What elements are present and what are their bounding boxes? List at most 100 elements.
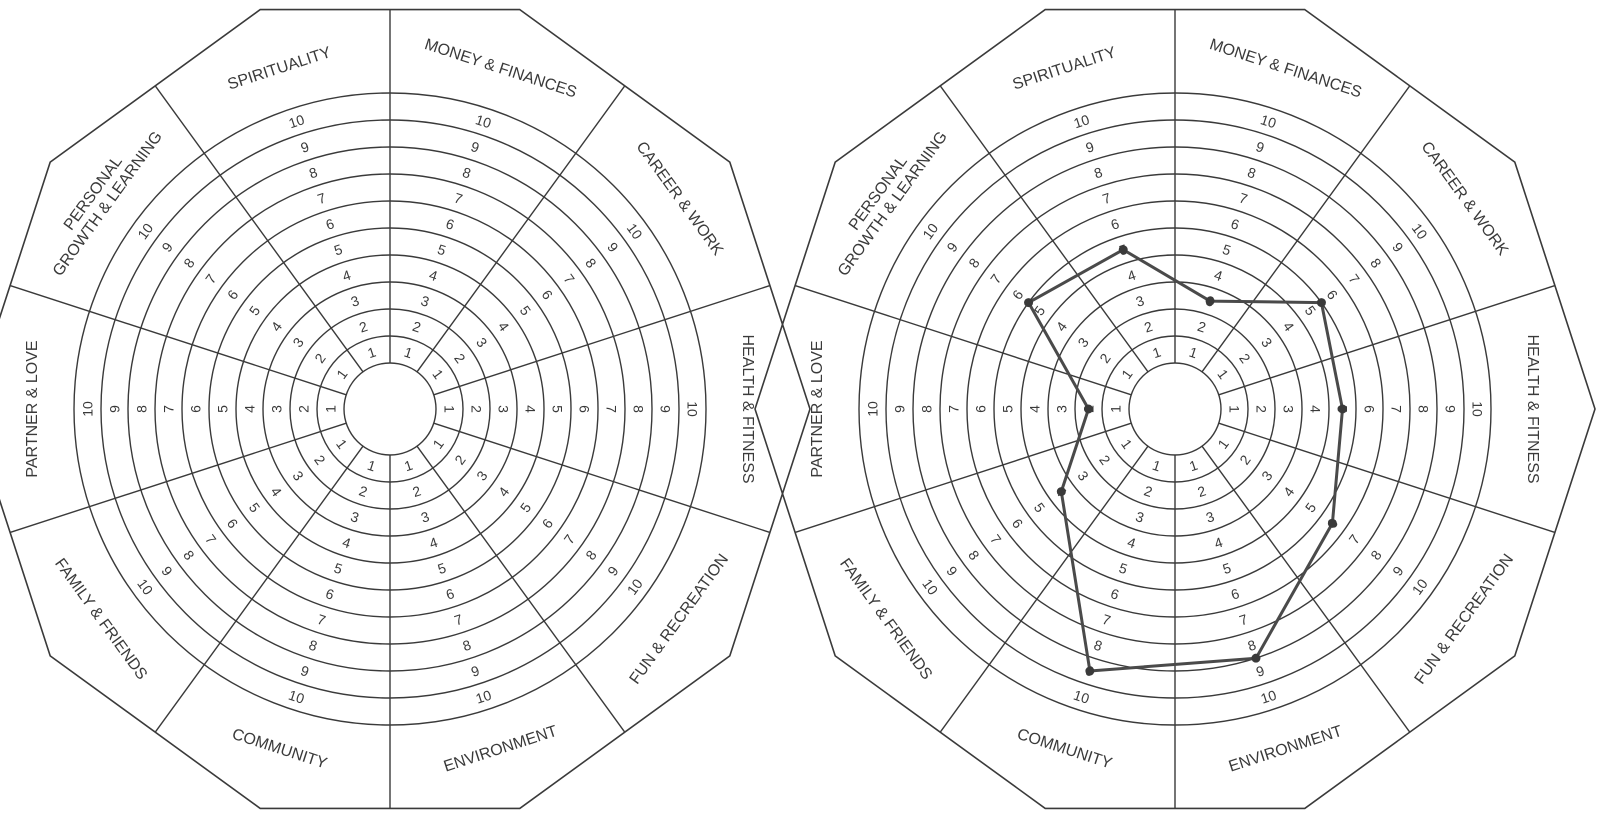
- scale-label: 6: [577, 405, 593, 413]
- scale-label: 6: [1009, 287, 1027, 303]
- scale-label: 9: [299, 662, 312, 680]
- scale-label: 10: [865, 401, 881, 417]
- scale-label: 3: [1204, 508, 1217, 526]
- score-point-partner-and-love: [1084, 404, 1093, 414]
- ring-0: [1128, 362, 1222, 456]
- scale-label: 9: [107, 405, 123, 413]
- scale-label: 3: [1134, 292, 1147, 310]
- scale-label: 7: [315, 611, 328, 629]
- scale-label: 9: [943, 563, 961, 579]
- spoke: [1201, 85, 1411, 373]
- category-label-money-and-finances: MONEY & FINANCES: [422, 36, 578, 101]
- scale-label: 9: [469, 662, 482, 680]
- score-point-spirituality: [1118, 245, 1128, 255]
- spoke: [416, 445, 626, 733]
- scale-label: 2: [357, 482, 370, 500]
- scale-label: 4: [1212, 267, 1225, 285]
- scale-label: 2: [1096, 350, 1114, 366]
- scale-label: 3: [1134, 508, 1147, 526]
- scale-label: 3: [349, 508, 362, 526]
- category-label-fun-and-recreation: FUN & RECREATION: [1412, 551, 1518, 687]
- scale-label: 4: [1053, 318, 1071, 334]
- category-label-partner-and-love: PARTNER & LOVE: [809, 340, 826, 477]
- scale-label: 2: [1142, 482, 1155, 500]
- scale-label: 6: [1109, 215, 1122, 233]
- category-label-health-and-fitness: HEALTH & FITNESS: [739, 334, 756, 483]
- scale-label: 8: [1246, 636, 1259, 654]
- scale-label: 7: [987, 271, 1005, 287]
- scale-label: 2: [1196, 318, 1209, 336]
- scale-label: 7: [560, 271, 578, 287]
- scale-label: 6: [188, 405, 204, 413]
- scale-label: 7: [161, 405, 177, 413]
- category-label-personal-growth-and-learning: GROWTH & LEARNING: [50, 129, 166, 280]
- scale-label: 7: [560, 531, 578, 547]
- outer-frame: [0, 8, 811, 810]
- scale-label: 2: [451, 350, 469, 366]
- score-point-career-and-work: [1316, 298, 1326, 308]
- category-label-community: COMMUNITY: [1015, 726, 1114, 773]
- scale-label: 3: [1074, 334, 1092, 350]
- scale-label: 2: [1196, 482, 1209, 500]
- scale-label: 7: [1389, 405, 1405, 413]
- scale-label: 8: [1367, 255, 1385, 271]
- scale-label: 10: [624, 220, 646, 242]
- scale-label: 1: [429, 366, 447, 382]
- scale-label: 8: [919, 405, 935, 413]
- scale-label: 6: [973, 405, 989, 413]
- scale-label: 1: [1118, 436, 1136, 452]
- scale-label: 10: [624, 576, 646, 598]
- scale-label: 6: [1009, 515, 1027, 531]
- scale-label: 1: [1214, 436, 1232, 452]
- scale-label: 1: [365, 457, 378, 475]
- scale-label: 8: [1092, 637, 1105, 655]
- scale-label: 5: [246, 303, 264, 319]
- scale-label: 3: [269, 405, 285, 413]
- scale-label: 5: [1000, 405, 1016, 413]
- scale-label: 2: [1254, 405, 1270, 413]
- scale-label: 3: [419, 292, 432, 310]
- scale-label: 10: [1409, 576, 1431, 598]
- scale-label: 9: [892, 405, 908, 413]
- scale-label: 6: [324, 215, 337, 233]
- category-label-fun-and-recreation: FUN & RECREATION: [627, 551, 733, 687]
- scale-label: 3: [1074, 468, 1092, 484]
- scale-label: 7: [452, 611, 465, 629]
- scale-label: 4: [268, 484, 286, 500]
- scale-label: 1: [1118, 366, 1136, 382]
- scale-label: 10: [1072, 111, 1092, 131]
- category-label-personal-growth-and-learning: GROWTH & LEARNING: [835, 129, 951, 280]
- scale-label: 3: [473, 334, 491, 350]
- scale-label: 5: [332, 560, 345, 578]
- scale-label: 1: [1187, 457, 1200, 475]
- scale-label: 5: [1302, 303, 1320, 319]
- scale-label: 4: [495, 484, 513, 500]
- scale-label: 9: [1443, 405, 1459, 413]
- scale-label: 7: [1100, 189, 1113, 207]
- category-label-community: COMMUNITY: [230, 726, 329, 773]
- scale-label: 5: [517, 303, 535, 319]
- scale-label: 4: [427, 534, 440, 552]
- scale-label: 8: [461, 164, 474, 182]
- ring-0: [343, 362, 437, 456]
- scale-label: 4: [427, 267, 440, 285]
- scale-label: 9: [469, 138, 482, 156]
- scale-label: 4: [523, 405, 539, 413]
- scale-label: 4: [268, 318, 286, 334]
- scale-label: 8: [307, 637, 320, 655]
- scale-label: 10: [474, 111, 494, 131]
- score-point-fun-and-recreation: [1327, 518, 1337, 528]
- spoke: [939, 445, 1149, 733]
- scale-label: 3: [1258, 468, 1276, 484]
- scale-label: 1: [333, 366, 351, 382]
- scale-label: 10: [1072, 687, 1092, 707]
- spoke: [154, 85, 364, 373]
- category-label-spirituality: SPIRITUALITY: [1011, 44, 1119, 94]
- scale-label: 8: [307, 164, 320, 182]
- scale-label: 8: [1092, 164, 1105, 182]
- scale-label: 8: [1246, 164, 1259, 182]
- scale-label: 9: [1389, 239, 1407, 255]
- scale-label: 10: [287, 111, 307, 131]
- scale-label: 10: [919, 576, 941, 598]
